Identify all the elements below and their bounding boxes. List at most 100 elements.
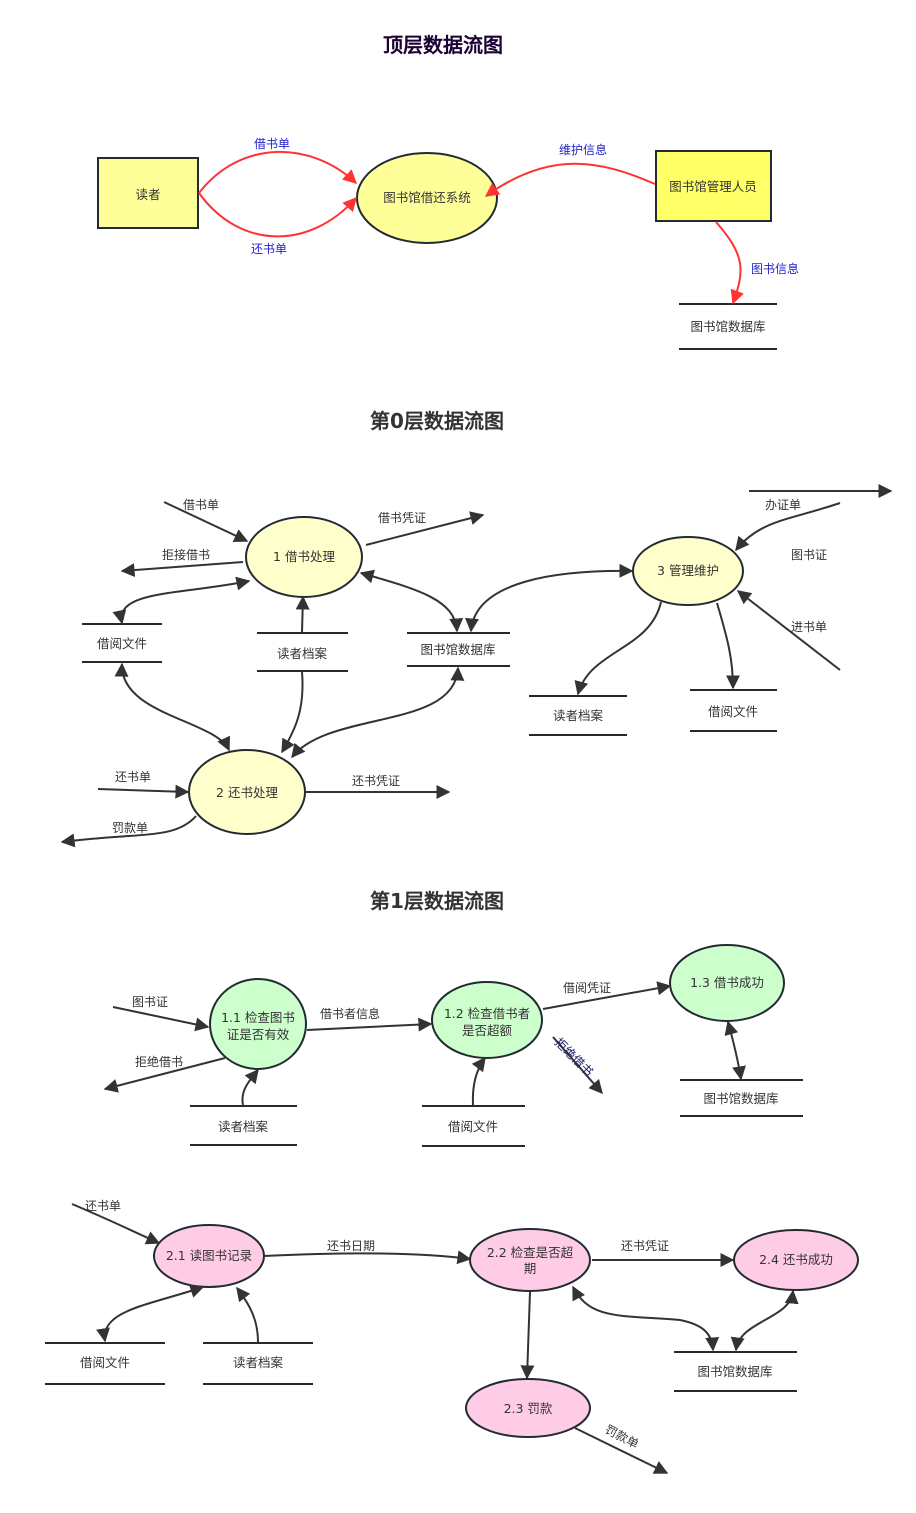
process-check-card[interactable]: 1.1 检查图书 证是否有效 bbox=[209, 978, 307, 1070]
level0-diagram: 第0层数据流图 1 借书处理 2 还书处理 3 管理维护 借阅文件 读者档案 bbox=[60, 409, 893, 848]
flow-l1-success-db bbox=[724, 1020, 746, 1081]
flow-l1-archive-check bbox=[241, 1068, 259, 1106]
store-l1r-library-db-label: 图书馆数据库 bbox=[697, 1364, 772, 1379]
flow-l1r-return-form bbox=[71, 1203, 161, 1245]
process-check-quota[interactable]: 1.2 检查借书者 是否超额 bbox=[431, 981, 543, 1059]
store-l1r-borrow-files[interactable]: 借阅文件 bbox=[45, 1342, 165, 1385]
flow-l0-return-form bbox=[97, 784, 190, 799]
store-l1r-reader-archive[interactable]: 读者档案 bbox=[203, 1342, 313, 1385]
flow-l1r-overdue-fine bbox=[520, 1291, 535, 1380]
process-check-overdue-line2: 期 bbox=[524, 1261, 537, 1276]
flow-l1-reject-borrow-1 bbox=[103, 1057, 226, 1093]
store-l1-borrow-files-label: 借阅文件 bbox=[448, 1119, 498, 1134]
entity-reader-label: 读者 bbox=[135, 187, 160, 202]
label-l1r-return-date: 还书日期 bbox=[327, 1239, 375, 1253]
store-l1r-library-db[interactable]: 图书馆数据库 bbox=[674, 1351, 797, 1392]
label-l1-library-card: 图书证 bbox=[132, 995, 168, 1009]
label-l0-fine-form: 罚款单 bbox=[112, 821, 148, 835]
label-l1r-return-form: 还书单 bbox=[85, 1199, 121, 1213]
process-read-record-label: 2.1 读图书记录 bbox=[166, 1248, 252, 1263]
process-fine-label: 2.3 罚款 bbox=[504, 1401, 553, 1416]
label-return-form: 还书单 bbox=[251, 242, 287, 256]
process-borrow-label: 1 借书处理 bbox=[273, 549, 335, 564]
process-check-quota-line1: 1.2 检查借书者 bbox=[444, 1006, 530, 1021]
label-borrow-form: 借书单 bbox=[254, 137, 290, 151]
label-l1r-return-voucher: 还书凭证 bbox=[621, 1238, 669, 1253]
process-check-quota-line2: 是否超额 bbox=[462, 1023, 513, 1038]
store-l1-library-db-label: 图书馆数据库 bbox=[703, 1091, 778, 1106]
label-l0-return-voucher: 还书凭证 bbox=[352, 773, 400, 788]
flow-l1r-overdue-db bbox=[572, 1285, 720, 1352]
store-l1-reader-archive-label: 读者档案 bbox=[218, 1119, 269, 1134]
process-library-system[interactable]: 图书馆借还系统 bbox=[356, 152, 498, 244]
store-reader-archive-mid-label: 读者档案 bbox=[277, 646, 328, 661]
process-return-success-label: 2.4 还书成功 bbox=[759, 1252, 833, 1267]
label-l0-purchase-form: 进书单 bbox=[791, 620, 827, 634]
flow-l0-p1-borrow-files bbox=[112, 576, 251, 625]
flow-l0-fine-form bbox=[60, 815, 197, 848]
store-library-db-l0[interactable]: 图书馆数据库 bbox=[407, 632, 510, 667]
store-borrow-files-right-label: 借阅文件 bbox=[708, 704, 758, 719]
process-read-record[interactable]: 2.1 读图书记录 bbox=[153, 1224, 265, 1288]
entity-librarian-label: 图书馆管理人员 bbox=[669, 179, 757, 194]
entity-reader[interactable]: 读者 bbox=[97, 157, 199, 229]
flow-l0-reader-archive-p2 bbox=[281, 671, 304, 754]
flow-l1-library-card bbox=[112, 1006, 210, 1032]
label-l1r-fine-form: 罚款单 bbox=[603, 1422, 641, 1451]
process-check-card-line2: 证是否有效 bbox=[227, 1027, 290, 1042]
process-borrow[interactable]: 1 借书处理 bbox=[245, 516, 363, 598]
level1-diagram: 第1层数据流图 1.1 检查图书 证是否有效 1.2 检查借书者 是否超额 1.… bbox=[45, 889, 859, 1474]
flow-l0-p3-borrow-files bbox=[716, 602, 740, 690]
store-l1-library-db[interactable]: 图书馆数据库 bbox=[680, 1079, 803, 1117]
process-manage[interactable]: 3 管理维护 bbox=[632, 536, 744, 606]
label-book-info: 图书信息 bbox=[751, 261, 799, 276]
flow-book-info bbox=[715, 221, 744, 305]
flow-l0-borrow-files-p2 bbox=[114, 662, 230, 752]
process-fine[interactable]: 2.3 罚款 bbox=[465, 1378, 591, 1438]
flow-l1r-files-record bbox=[96, 1284, 205, 1343]
flow-l1r-fine-form bbox=[574, 1427, 669, 1474]
flow-l0-db-p2 bbox=[291, 666, 465, 759]
flow-return-form bbox=[198, 192, 357, 238]
level1-title: 第1层数据流图 bbox=[370, 889, 504, 913]
label-l1-borrower-info: 借书者信息 bbox=[320, 1006, 380, 1021]
entity-librarian[interactable]: 图书馆管理人员 bbox=[655, 150, 772, 222]
process-check-overdue-line1: 2.2 检查是否超 bbox=[487, 1245, 574, 1260]
label-l1-reject-borrow-1: 拒绝借书 bbox=[135, 1054, 183, 1069]
label-l0-borrow-form: 借书单 bbox=[183, 498, 219, 512]
flow-l1r-archive-record bbox=[236, 1286, 259, 1343]
store-reader-archive-right[interactable]: 读者档案 bbox=[529, 695, 627, 736]
label-l0-return-form: 还书单 bbox=[115, 770, 151, 784]
store-borrow-files-right[interactable]: 借阅文件 bbox=[690, 689, 777, 732]
store-borrow-files-left-label: 借阅文件 bbox=[97, 636, 147, 651]
store-l1-borrow-files[interactable]: 借阅文件 bbox=[422, 1105, 525, 1147]
flow-l1r-success-db bbox=[730, 1289, 799, 1352]
flow-l0-reject-borrow bbox=[120, 561, 244, 578]
store-borrow-files-left[interactable]: 借阅文件 bbox=[82, 623, 162, 663]
flow-borrow-form bbox=[198, 150, 358, 194]
process-check-overdue[interactable]: 2.2 检查是否超 期 bbox=[469, 1228, 591, 1292]
label-l0-borrow-voucher: 借书凭证 bbox=[378, 510, 426, 525]
store-l1-reader-archive[interactable]: 读者档案 bbox=[190, 1105, 297, 1146]
process-manage-label: 3 管理维护 bbox=[657, 563, 719, 578]
process-return-success[interactable]: 2.4 还书成功 bbox=[733, 1229, 859, 1291]
store-library-db-top[interactable]: 图书馆数据库 bbox=[679, 303, 777, 350]
label-l1-borrow-voucher: 借阅凭证 bbox=[563, 980, 611, 995]
process-borrow-success[interactable]: 1.3 借书成功 bbox=[669, 944, 785, 1022]
store-l1r-borrow-files-label: 借阅文件 bbox=[80, 1355, 130, 1370]
label-l0-card-application: 办证单 bbox=[765, 497, 801, 512]
flow-maintain-info bbox=[484, 162, 656, 197]
flow-l0-card-application bbox=[735, 502, 841, 552]
process-return-label: 2 还书处理 bbox=[216, 785, 278, 800]
store-reader-archive-mid[interactable]: 读者档案 bbox=[257, 632, 348, 672]
process-return[interactable]: 2 还书处理 bbox=[188, 749, 306, 835]
label-l0-reject-borrow: 拒接借书 bbox=[162, 547, 210, 562]
flow-l1-borrow-voucher bbox=[542, 981, 672, 1010]
level0-title: 第0层数据流图 bbox=[370, 409, 504, 433]
flow-l0-reader-archive-p1 bbox=[295, 595, 310, 633]
store-l1r-reader-archive-label: 读者档案 bbox=[233, 1355, 284, 1370]
process-library-system-label: 图书馆借还系统 bbox=[383, 190, 471, 205]
flow-l1-reject-borrow-2 bbox=[552, 1036, 603, 1095]
flow-l1-borrower-info bbox=[306, 1017, 433, 1032]
